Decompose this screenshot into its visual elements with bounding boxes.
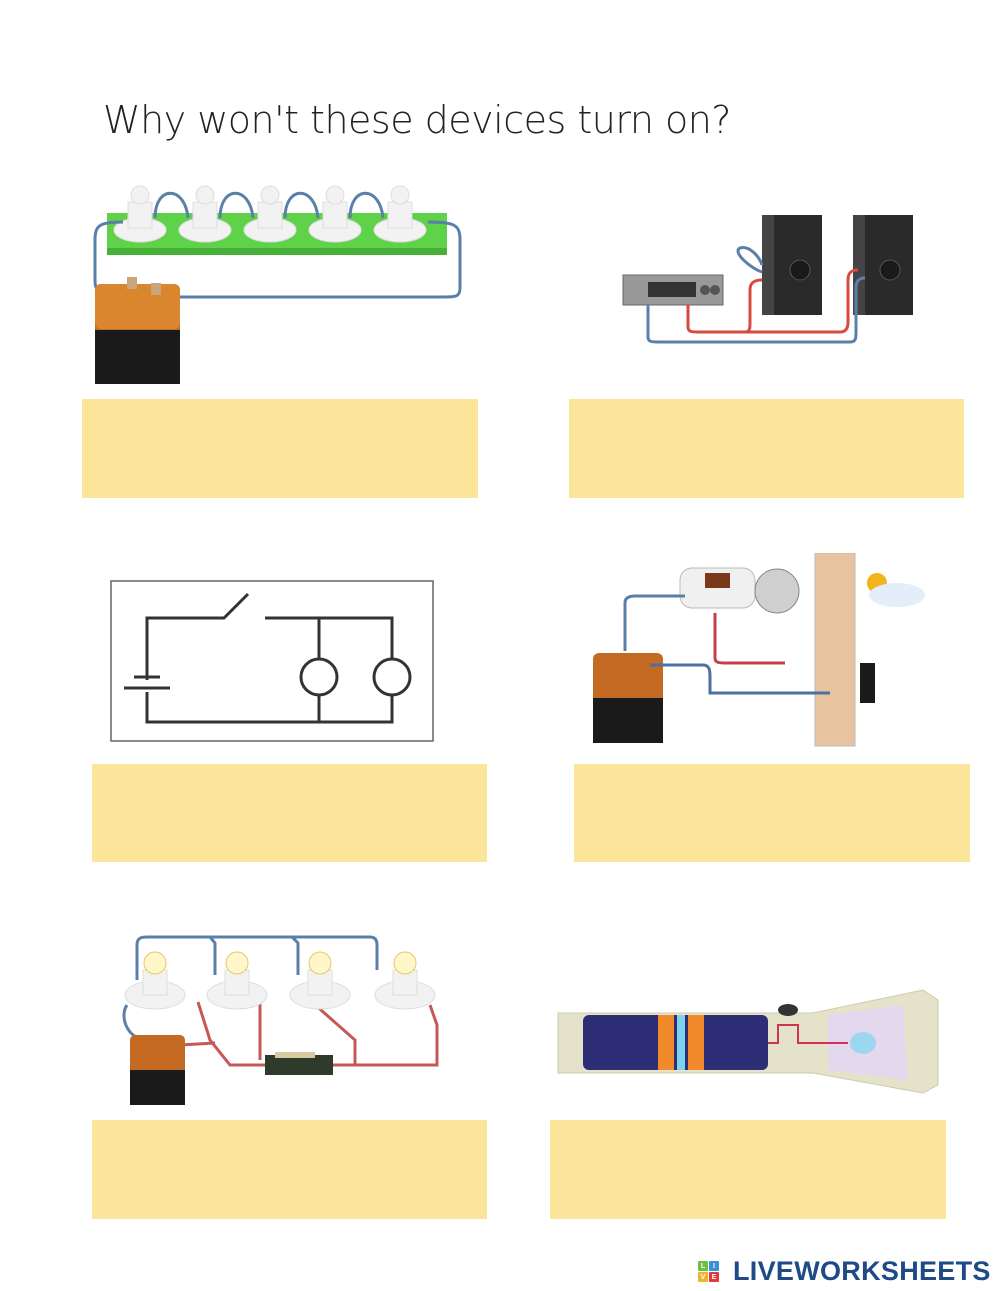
figure-flashlight bbox=[557, 989, 939, 1094]
answer-box-1[interactable] bbox=[82, 399, 478, 498]
figure-circuit-diagram bbox=[110, 580, 434, 742]
figure-speakers bbox=[622, 215, 913, 344]
live-icon: L I V E bbox=[698, 1261, 730, 1282]
liveworksheets-logo: L I V E LIVEWORKSHEETS bbox=[698, 1256, 991, 1287]
answer-box-5[interactable] bbox=[92, 1120, 487, 1219]
figure-parallel-bulbs-switch bbox=[122, 935, 439, 1105]
brand-name: LIVEWORKSHEETS bbox=[733, 1256, 991, 1286]
answer-box-6[interactable] bbox=[550, 1120, 946, 1219]
answer-box-2[interactable] bbox=[569, 399, 964, 498]
answer-box-3[interactable] bbox=[92, 764, 487, 862]
figure-series-bulbs bbox=[93, 185, 462, 384]
figure-electric-bell bbox=[593, 553, 925, 747]
answer-box-4[interactable] bbox=[574, 764, 970, 862]
worksheet-title: Why won't these devices turn on? bbox=[103, 98, 731, 142]
